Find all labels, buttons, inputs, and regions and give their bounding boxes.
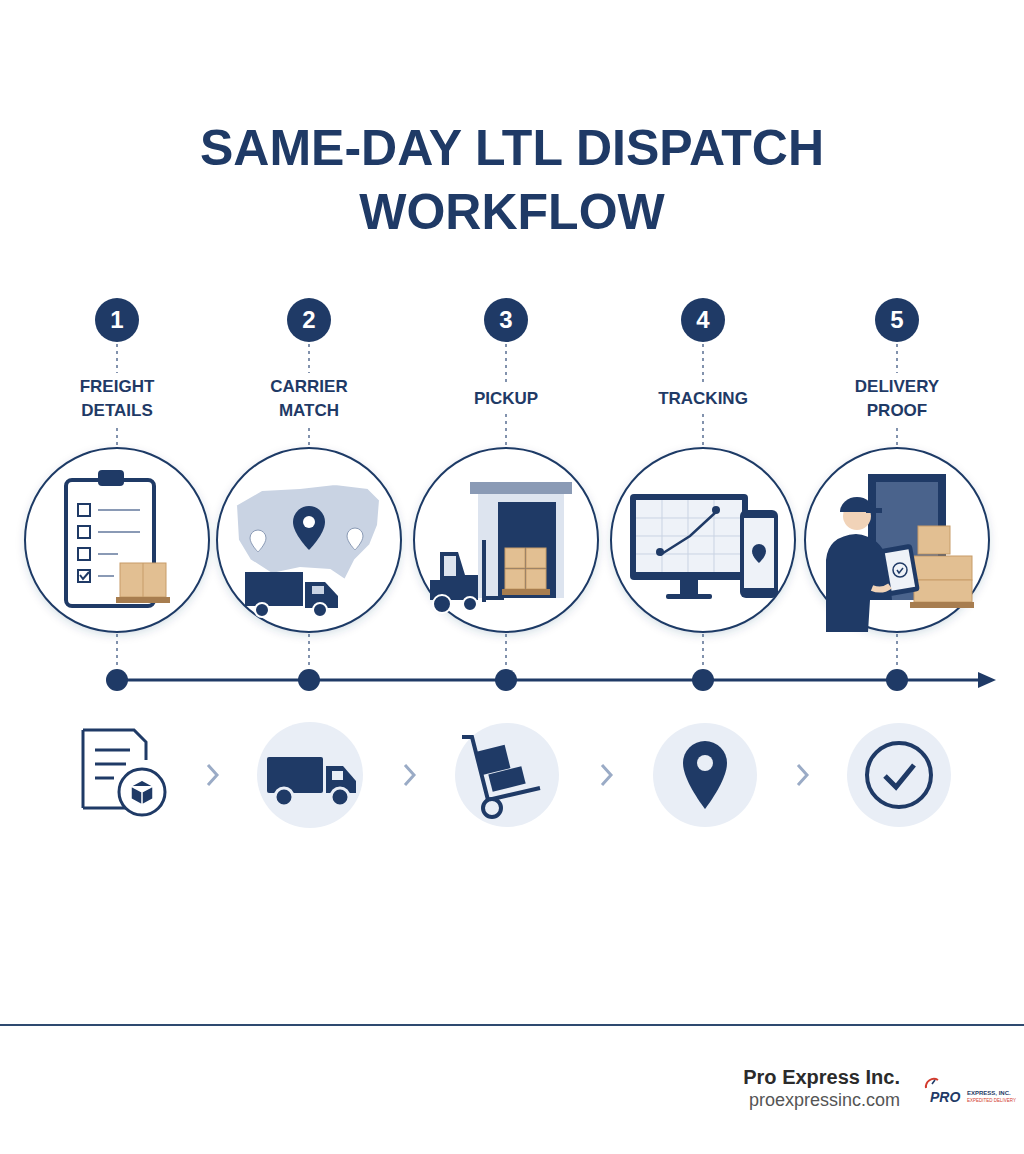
step-number-circle: 3PICKUP: [484, 298, 528, 342]
step-label: FREIGHT DETAILS: [58, 373, 176, 425]
step-number: 1: [95, 298, 139, 342]
tracking-screens-illustration: [630, 494, 778, 599]
step-number-circle: 1FREIGHT DETAILS: [95, 298, 139, 342]
logo-subtext: EXPRESS, INC.: [967, 1090, 1011, 1096]
step-label: CARRIER MATCH: [250, 373, 368, 425]
step-number: 3: [484, 298, 528, 342]
step-label: DELIVERY PROOF: [838, 373, 956, 425]
step-circles: [25, 448, 989, 632]
bottom-icons: [83, 722, 951, 828]
delivery-person-illustration: [826, 474, 974, 632]
pickup-dock-illustration: [430, 482, 572, 613]
carrier-map-illustration: [236, 484, 380, 617]
logo-tagline: EXPEDITED DELIVERY: [967, 1098, 1016, 1103]
timeline: [106, 669, 996, 691]
diagram-title: SAME-DAY LTL DISPATCH WORKFLOW: [172, 116, 852, 244]
step-number-circle: 4TRACKING: [681, 298, 725, 342]
logo-swoosh: [926, 1079, 938, 1088]
logo-text: PRO: [930, 1089, 960, 1105]
clipboard-illustration: [66, 470, 170, 606]
company-name: Pro Express Inc.: [743, 1066, 900, 1089]
step-number: 5: [875, 298, 919, 342]
footer-rule: [0, 1024, 1024, 1026]
logo-needle: [932, 1080, 935, 1084]
step-label: PICKUP: [447, 385, 565, 413]
step-number: 2: [287, 298, 331, 342]
step-number: 4: [681, 298, 725, 342]
dotted-guides: [117, 344, 897, 668]
step-number-circle: 2CARRIER MATCH: [287, 298, 331, 342]
company-url: proexpressinc.com: [749, 1090, 900, 1111]
step-label: TRACKING: [644, 385, 762, 413]
step-number-circle: 5DELIVERY PROOF: [875, 298, 919, 342]
